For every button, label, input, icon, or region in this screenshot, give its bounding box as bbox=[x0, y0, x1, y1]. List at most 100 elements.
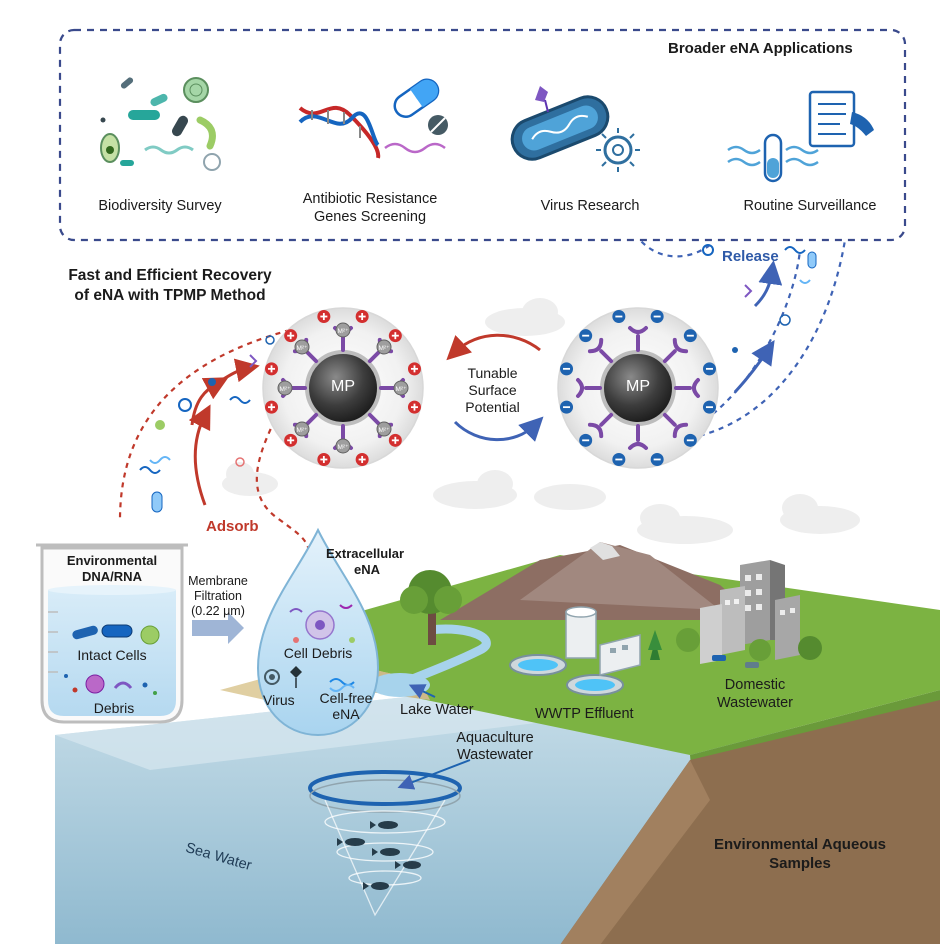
ligand-mark: M²⁺ bbox=[333, 424, 353, 454]
lake bbox=[370, 673, 430, 697]
filtration-line2: Filtration bbox=[194, 589, 242, 603]
biodiversity-icon bbox=[100, 77, 221, 171]
negative-charge bbox=[560, 400, 574, 414]
positive-charge bbox=[284, 433, 298, 447]
samples-label: Environmental Aqueous Samples bbox=[690, 835, 910, 873]
mp-label-positive: MP bbox=[331, 378, 355, 395]
metal-ion-label: M²⁺ bbox=[279, 386, 291, 393]
tunable-line2: Surface bbox=[468, 382, 517, 398]
release-label: Release bbox=[722, 248, 779, 265]
metal-ion-label: M²⁺ bbox=[337, 444, 349, 451]
virus-label: Virus bbox=[263, 692, 295, 708]
positive-charge bbox=[317, 310, 331, 324]
ligand-mark: M²⁺ bbox=[292, 412, 319, 439]
ligand-mark: M²⁺ bbox=[367, 337, 394, 364]
negative-charge bbox=[683, 329, 697, 343]
aquaculture-line1: Aquaculture bbox=[456, 730, 534, 746]
method-title-line2: of eNA with TPMP Method bbox=[74, 287, 266, 304]
wwtp-label: WWTP Effluent bbox=[535, 706, 634, 722]
cloud-decorations bbox=[222, 298, 860, 544]
metal-ion: M²⁺ bbox=[335, 438, 351, 454]
positive-ligand-ring: M²⁺ M²⁺ M²⁺ M²⁺ M²⁺ M²⁺ M²⁺ M²⁺ bbox=[277, 322, 409, 454]
filtration-arrow bbox=[192, 612, 244, 644]
negative-charge bbox=[579, 433, 593, 447]
adsorb-arc-outer bbox=[118, 328, 291, 521]
ena-fragments-right bbox=[702, 244, 817, 353]
adsorb-label: Adsorb bbox=[206, 518, 259, 535]
ligand-mark: M²⁺ bbox=[333, 322, 353, 352]
ligand-mark: M²⁺ bbox=[277, 378, 307, 398]
ligand-mark bbox=[662, 337, 689, 364]
arg-label-line2: Genes Screening bbox=[313, 209, 427, 225]
negative-charge bbox=[612, 310, 626, 324]
metal-ion-label: M²⁺ bbox=[337, 328, 349, 335]
release-arc-inner bbox=[704, 249, 802, 421]
tunable-line1: Tunable bbox=[467, 365, 518, 381]
negative-ligand-ring bbox=[576, 326, 700, 450]
release-arrow-1 bbox=[733, 340, 775, 394]
droplet-contents bbox=[264, 604, 355, 692]
arg-label-line1: Antibiotic Resistance bbox=[302, 191, 438, 207]
metal-ion: M²⁺ bbox=[335, 322, 351, 338]
adsorb-arc-inner bbox=[255, 419, 312, 561]
tunable-line3: Potential bbox=[465, 399, 520, 415]
positive-charge bbox=[355, 310, 369, 324]
filtration-line3: (0.22 μm) bbox=[191, 604, 245, 618]
negative-charge bbox=[560, 362, 574, 376]
aquaculture-pen-icon bbox=[308, 759, 471, 917]
method-title: Fast and Efficient Recovery of eNA with … bbox=[30, 266, 310, 306]
release-arc-top bbox=[639, 239, 711, 258]
lake-water-label: Lake Water bbox=[400, 702, 474, 718]
biodiversity-label: Biodiversity Survey bbox=[98, 198, 222, 214]
ligand-mark: M²⁺ bbox=[367, 412, 394, 439]
metal-ion: M²⁺ bbox=[294, 339, 310, 355]
beaker-title-line1: Environmental bbox=[66, 553, 158, 568]
positive-charge bbox=[355, 452, 369, 466]
negative-charge bbox=[612, 452, 626, 466]
wwtp-plant-icon bbox=[509, 606, 662, 696]
metal-ion: M²⁺ bbox=[277, 380, 293, 396]
filtration-label: Membrane Filtration (0.22 μm) bbox=[178, 574, 258, 619]
positive-charge-ring bbox=[265, 310, 421, 466]
droplet-title: Extracellular eNA bbox=[326, 546, 408, 578]
metal-ion-label: M²⁺ bbox=[395, 386, 407, 393]
beaker-title-line2: DNA/RNA bbox=[82, 569, 142, 584]
droplet-title-line2: eNA bbox=[353, 562, 380, 577]
mp-label-negative: MP bbox=[626, 378, 650, 395]
ligand-mark bbox=[662, 412, 689, 439]
ligand-mark bbox=[587, 412, 614, 439]
metal-ion-label: M²⁺ bbox=[379, 427, 391, 434]
ligand-mark: M²⁺ bbox=[379, 378, 409, 398]
cellfree-label: Cell-free eNA bbox=[316, 690, 376, 722]
tree-icon bbox=[400, 570, 462, 645]
negative-charge-ring bbox=[560, 310, 716, 466]
dna-pill-icon bbox=[298, 78, 448, 159]
metal-ion: M²⁺ bbox=[376, 421, 392, 437]
soil-side bbox=[560, 700, 940, 944]
negative-charge bbox=[650, 452, 664, 466]
domestic-label: Domestic Wastewater bbox=[700, 676, 810, 712]
lake-arrow bbox=[408, 684, 436, 699]
arg-label: Antibiotic Resistance Genes Screening bbox=[280, 190, 460, 226]
mountain-peak bbox=[520, 542, 720, 610]
droplet-title-line1: Extracellular bbox=[326, 546, 405, 561]
tunable-label: Tunable Surface Potential bbox=[445, 365, 540, 416]
enа-fragments-left bbox=[139, 335, 275, 513]
metal-ion-label: M²⁺ bbox=[379, 345, 391, 352]
positive-charge bbox=[317, 452, 331, 466]
aquaculture-label: Aquaculture Wastewater bbox=[440, 730, 550, 764]
metal-ion: M²⁺ bbox=[393, 380, 409, 396]
debris-label: Debris bbox=[93, 700, 135, 716]
ligand-mark bbox=[576, 378, 602, 398]
metal-ion-label: M²⁺ bbox=[296, 427, 308, 434]
applications-frame bbox=[58, 28, 907, 242]
tunable-arrow-top bbox=[446, 333, 541, 361]
cellfree-line1: Cell-free bbox=[319, 690, 373, 706]
cellfree-line2: eNA bbox=[332, 706, 360, 722]
city-buildings-icon bbox=[676, 560, 822, 668]
intact-cells-label: Intact Cells bbox=[77, 647, 147, 663]
ligand-mark bbox=[674, 378, 700, 398]
surveillance-icon bbox=[727, 90, 874, 183]
